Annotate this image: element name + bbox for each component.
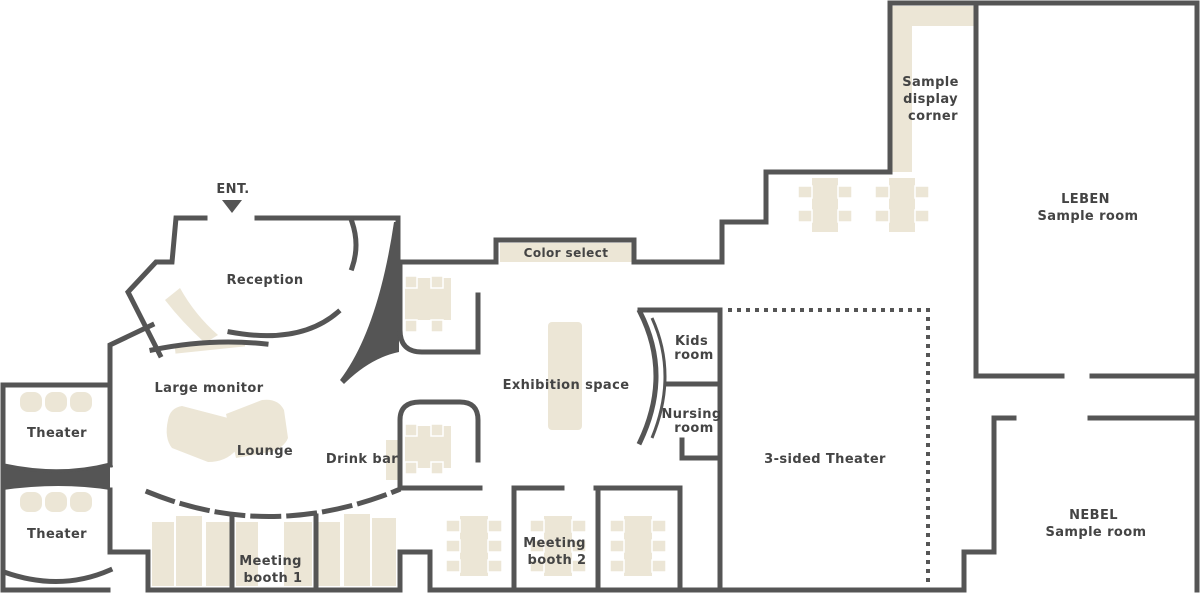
- reception-counter: [165, 288, 218, 343]
- entrance-label: ENT.: [216, 182, 249, 197]
- table-group-upper-left: [404, 275, 451, 333]
- three-sided-theater-boundary: [728, 308, 930, 584]
- nebel-line-1: NEBEL: [1069, 508, 1118, 523]
- color-select-label: Color select: [524, 246, 609, 260]
- leben-line-1: LEBEN: [1061, 192, 1110, 207]
- drink-bar-counter: [386, 440, 400, 480]
- table-group-upper-right-1: [797, 178, 853, 232]
- table-group-upper-right-2: [874, 178, 930, 232]
- nursing-room-line-2: room: [674, 421, 713, 436]
- lounge-sofa-left: [166, 406, 236, 462]
- meeting-booth-1-label: Meeting booth 1: [239, 554, 307, 586]
- furniture-layer: [20, 6, 974, 586]
- reception-label: Reception: [226, 273, 303, 288]
- theater-bottom-label: Theater: [27, 527, 87, 542]
- kids-room-label: Kids room: [674, 334, 713, 363]
- three-sided-theater-label: 3-sided Theater: [764, 452, 886, 467]
- sample-display-corner-label: Sample display corner: [902, 75, 964, 124]
- color-select-shelf: [500, 243, 632, 262]
- lounge-label: Lounge: [237, 444, 293, 459]
- booth-table-right: [609, 516, 667, 576]
- drink-bar-label: Drink bar: [326, 452, 398, 467]
- booth-table-middle: [529, 516, 587, 576]
- kids-room-line-1: Kids: [675, 334, 708, 349]
- booth-table-left: [445, 516, 503, 576]
- exhibition-space-label: Exhibition space: [503, 378, 630, 393]
- lounge-sofa-right: [226, 399, 288, 458]
- table-group-lower-left: [404, 423, 451, 475]
- meeting-booth-2-label: Meeting booth 2: [523, 536, 591, 568]
- leben-sample-room-label: LEBEN Sample room: [1037, 192, 1138, 224]
- theater-top-label: Theater: [27, 426, 87, 441]
- meeting-booth-1-line-1: Meeting: [239, 554, 302, 569]
- theater-bottom-seats: [20, 492, 92, 512]
- nebel-sample-room-label: NEBEL Sample room: [1045, 508, 1146, 540]
- kids-room-line-2: room: [674, 348, 713, 363]
- nebel-line-2: Sample room: [1045, 525, 1146, 540]
- nursing-room-label: Nursing room: [661, 407, 726, 436]
- sample-display-line-3: corner: [908, 109, 958, 124]
- curved-wall-wedge: [340, 222, 399, 384]
- meeting-booth-1-seating: [152, 514, 396, 586]
- theater-divider: [3, 466, 110, 490]
- meeting-booth-2-line-1: Meeting: [523, 536, 586, 551]
- leben-line-2: Sample room: [1037, 209, 1138, 224]
- meeting-booth-2-line-2: booth 2: [527, 553, 586, 568]
- large-monitor-label: Large monitor: [154, 381, 263, 396]
- sample-display-line-2: display: [903, 92, 958, 107]
- sample-display-corner-zone: [892, 6, 974, 172]
- labels-layer: ENT. Reception Large monitor Lounge Thea…: [27, 75, 1146, 586]
- meeting-booth-1-line-2: booth 1: [243, 571, 302, 586]
- exhibition-table: [548, 322, 582, 430]
- nursing-room-line-1: Nursing: [661, 407, 721, 422]
- sample-display-line-1: Sample: [902, 75, 959, 90]
- theater-top-seats: [20, 392, 92, 412]
- entrance-arrow: [222, 200, 242, 213]
